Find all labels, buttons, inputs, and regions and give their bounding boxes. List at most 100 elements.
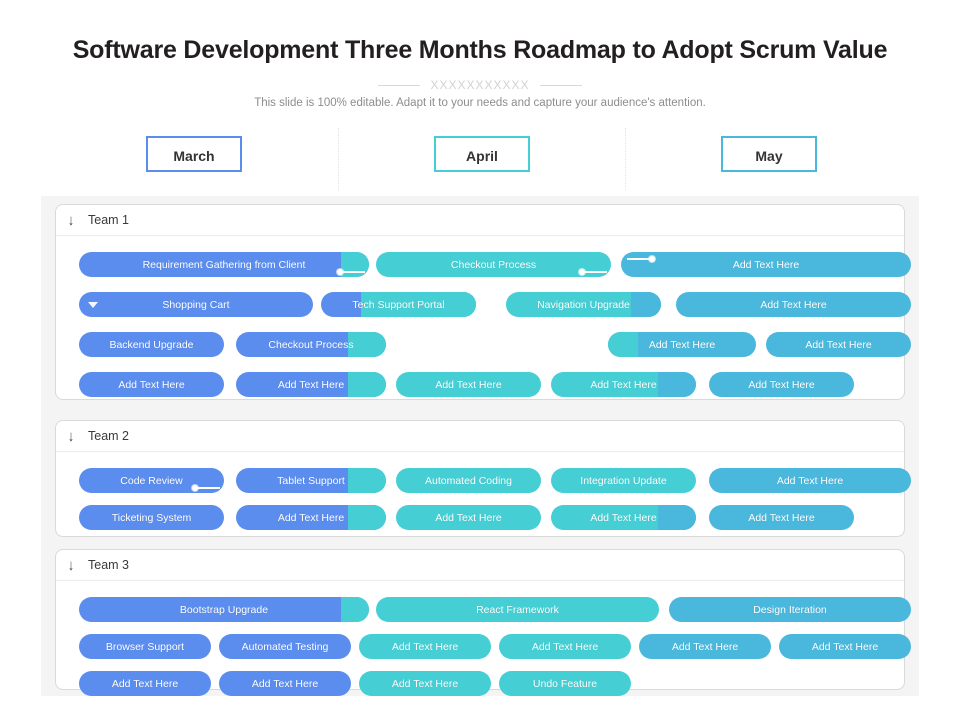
task-bar[interactable]: Integration Update xyxy=(551,468,696,493)
task-bar-label: Tablet Support xyxy=(277,474,345,487)
task-bar[interactable]: Add Text Here xyxy=(396,372,541,397)
task-bar[interactable]: Requirement Gathering from Client xyxy=(79,252,369,277)
task-bar[interactable]: Backend Upgrade xyxy=(79,332,224,357)
month-divider-2 xyxy=(625,128,626,190)
task-bar[interactable]: Code Review xyxy=(79,468,224,493)
task-bar-label: React Framework xyxy=(476,603,559,616)
chevron-down-icon[interactable] xyxy=(88,301,98,308)
team-card-2: ↓ Team 2 Code Review Tablet Support Automate… xyxy=(55,420,911,537)
task-bar[interactable]: Browser Support xyxy=(79,634,211,659)
task-bar[interactable]: Checkout Process xyxy=(236,332,386,357)
month-box-march[interactable]: March xyxy=(146,136,242,172)
down-arrow-icon[interactable]: ↓ xyxy=(68,556,74,574)
team-label: Team 2 xyxy=(88,429,129,443)
resize-handle-right[interactable] xyxy=(192,485,220,491)
team-header-1[interactable]: ↓Team 1 xyxy=(56,205,904,236)
task-bar[interactable]: Add Text Here xyxy=(779,634,911,659)
task-bar-label: Design Iteration xyxy=(753,603,827,616)
task-bar[interactable]: Tech Support Portal xyxy=(321,292,476,317)
task-bar[interactable]: Add Text Here xyxy=(499,634,631,659)
task-bar[interactable]: Design Iteration xyxy=(669,597,911,622)
handle-dot xyxy=(579,269,585,275)
task-bar-month-split xyxy=(341,252,369,277)
task-bar-month-split xyxy=(348,332,386,357)
handle-dot xyxy=(192,485,198,491)
resize-handle-right[interactable] xyxy=(579,269,607,275)
handle-stem xyxy=(585,271,607,273)
task-bar-label: Add Text Here xyxy=(748,378,815,391)
page-title: Software Development Three Months Roadma… xyxy=(72,36,888,64)
task-bar-label: Add Text Here xyxy=(111,677,179,690)
task-bar[interactable]: Automated Testing xyxy=(219,634,351,659)
month-box-april[interactable]: April xyxy=(434,136,530,172)
task-bar-label: Add Text Here xyxy=(391,640,459,653)
team-card-1: ↓Team 1 Requirement Gathering from Client… xyxy=(55,204,911,400)
task-bar-label: Requirement Gathering from Client xyxy=(142,258,306,271)
task-bar-label: Code Review xyxy=(120,474,183,487)
decoration-line-right xyxy=(539,84,582,86)
task-bar[interactable]: Add Text Here xyxy=(236,372,386,397)
task-bar-label: Bootstrap Upgrade xyxy=(179,603,269,616)
task-bar-label: Automated Testing xyxy=(241,640,329,653)
resize-handle-left[interactable] xyxy=(627,256,655,262)
task-bar[interactable]: Add Text Here xyxy=(236,505,386,530)
handle-stem xyxy=(198,487,220,489)
task-bar[interactable]: Add Text Here xyxy=(709,468,911,493)
task-bar[interactable]: Checkout Process xyxy=(376,252,611,277)
task-bar-label: Add Text Here xyxy=(671,640,739,653)
task-bar-label: Navigation Upgrade xyxy=(537,298,630,311)
month-label: May xyxy=(755,148,783,164)
task-bar-label: Add Text Here xyxy=(748,511,815,524)
task-bar[interactable]: Add Text Here xyxy=(396,505,541,530)
task-bar[interactable]: Add Text Here xyxy=(551,372,696,397)
task-bar[interactable]: Add Text Here xyxy=(639,634,771,659)
task-bar[interactable]: Add Text Here xyxy=(359,634,491,659)
task-bar-label: Checkout Process xyxy=(268,338,354,351)
task-bar-label: Add Text Here xyxy=(805,338,872,351)
task-bar[interactable]: Shopping Cart xyxy=(79,292,313,317)
team-header-2[interactable]: ↓ Team 2 xyxy=(56,421,904,452)
task-bar-label: Undo Feature xyxy=(532,677,598,690)
task-bar[interactable]: Add Text Here xyxy=(766,332,911,357)
task-bar-label: Add Text Here xyxy=(732,258,800,271)
task-bar-label: Add Text Here xyxy=(118,378,185,391)
task-bar-label: Shopping Cart xyxy=(162,298,230,311)
task-bar-label: Add Text Here xyxy=(760,298,827,311)
month-box-may[interactable]: May xyxy=(721,136,817,172)
task-bar[interactable]: Add Text Here xyxy=(676,292,911,317)
team-header-3[interactable]: ↓ Team 3 xyxy=(56,550,904,581)
task-bar[interactable]: Tablet Support xyxy=(236,468,386,493)
handle-dot xyxy=(337,269,343,275)
task-bar[interactable]: Add Text Here xyxy=(219,671,351,696)
task-bar-label: Add Text Here xyxy=(391,677,459,690)
task-bar[interactable]: Add Text Here xyxy=(709,505,854,530)
task-bar[interactable]: Bootstrap Upgrade xyxy=(79,597,369,622)
page-subtitle: This slide is 100% editable. Adapt it to… xyxy=(254,97,706,109)
month-label: March xyxy=(173,148,215,164)
task-bar-label: Add Text Here xyxy=(648,338,716,351)
resize-handle-right[interactable] xyxy=(337,269,365,275)
task-bar[interactable]: Add Text Here xyxy=(359,671,491,696)
task-bar[interactable]: Navigation Upgrade xyxy=(506,292,661,317)
task-bar[interactable]: Undo Feature xyxy=(499,671,631,696)
task-bar[interactable]: Add Text Here xyxy=(621,252,911,277)
month-header-row: March April May xyxy=(0,136,960,196)
decoration-x-text: XXXXXXXXXXX xyxy=(430,78,530,92)
month-divider-1 xyxy=(338,128,339,190)
task-bar[interactable]: React Framework xyxy=(376,597,659,622)
task-bar[interactable]: Add Text Here xyxy=(79,671,211,696)
task-bar[interactable]: Automated Coding xyxy=(396,468,541,493)
team-label: Team 3 xyxy=(88,558,129,572)
task-bar-month-split xyxy=(348,372,386,397)
task-bar-label: Browser Support xyxy=(105,640,185,653)
task-bar-label: Add Text Here xyxy=(590,511,657,524)
task-bar[interactable]: Add Text Here xyxy=(608,332,756,357)
task-bar[interactable]: Add Text Here xyxy=(79,372,224,397)
task-bar[interactable]: Add Text Here xyxy=(551,505,696,530)
task-bar[interactable]: Add Text Here xyxy=(709,372,854,397)
task-bar-month-split xyxy=(341,597,369,622)
down-arrow-icon[interactable]: ↓ xyxy=(68,427,74,445)
down-arrow-icon[interactable]: ↓ xyxy=(68,211,74,229)
task-bar-label: Add Text Here xyxy=(531,640,599,653)
task-bar[interactable]: Ticketing System xyxy=(79,505,224,530)
